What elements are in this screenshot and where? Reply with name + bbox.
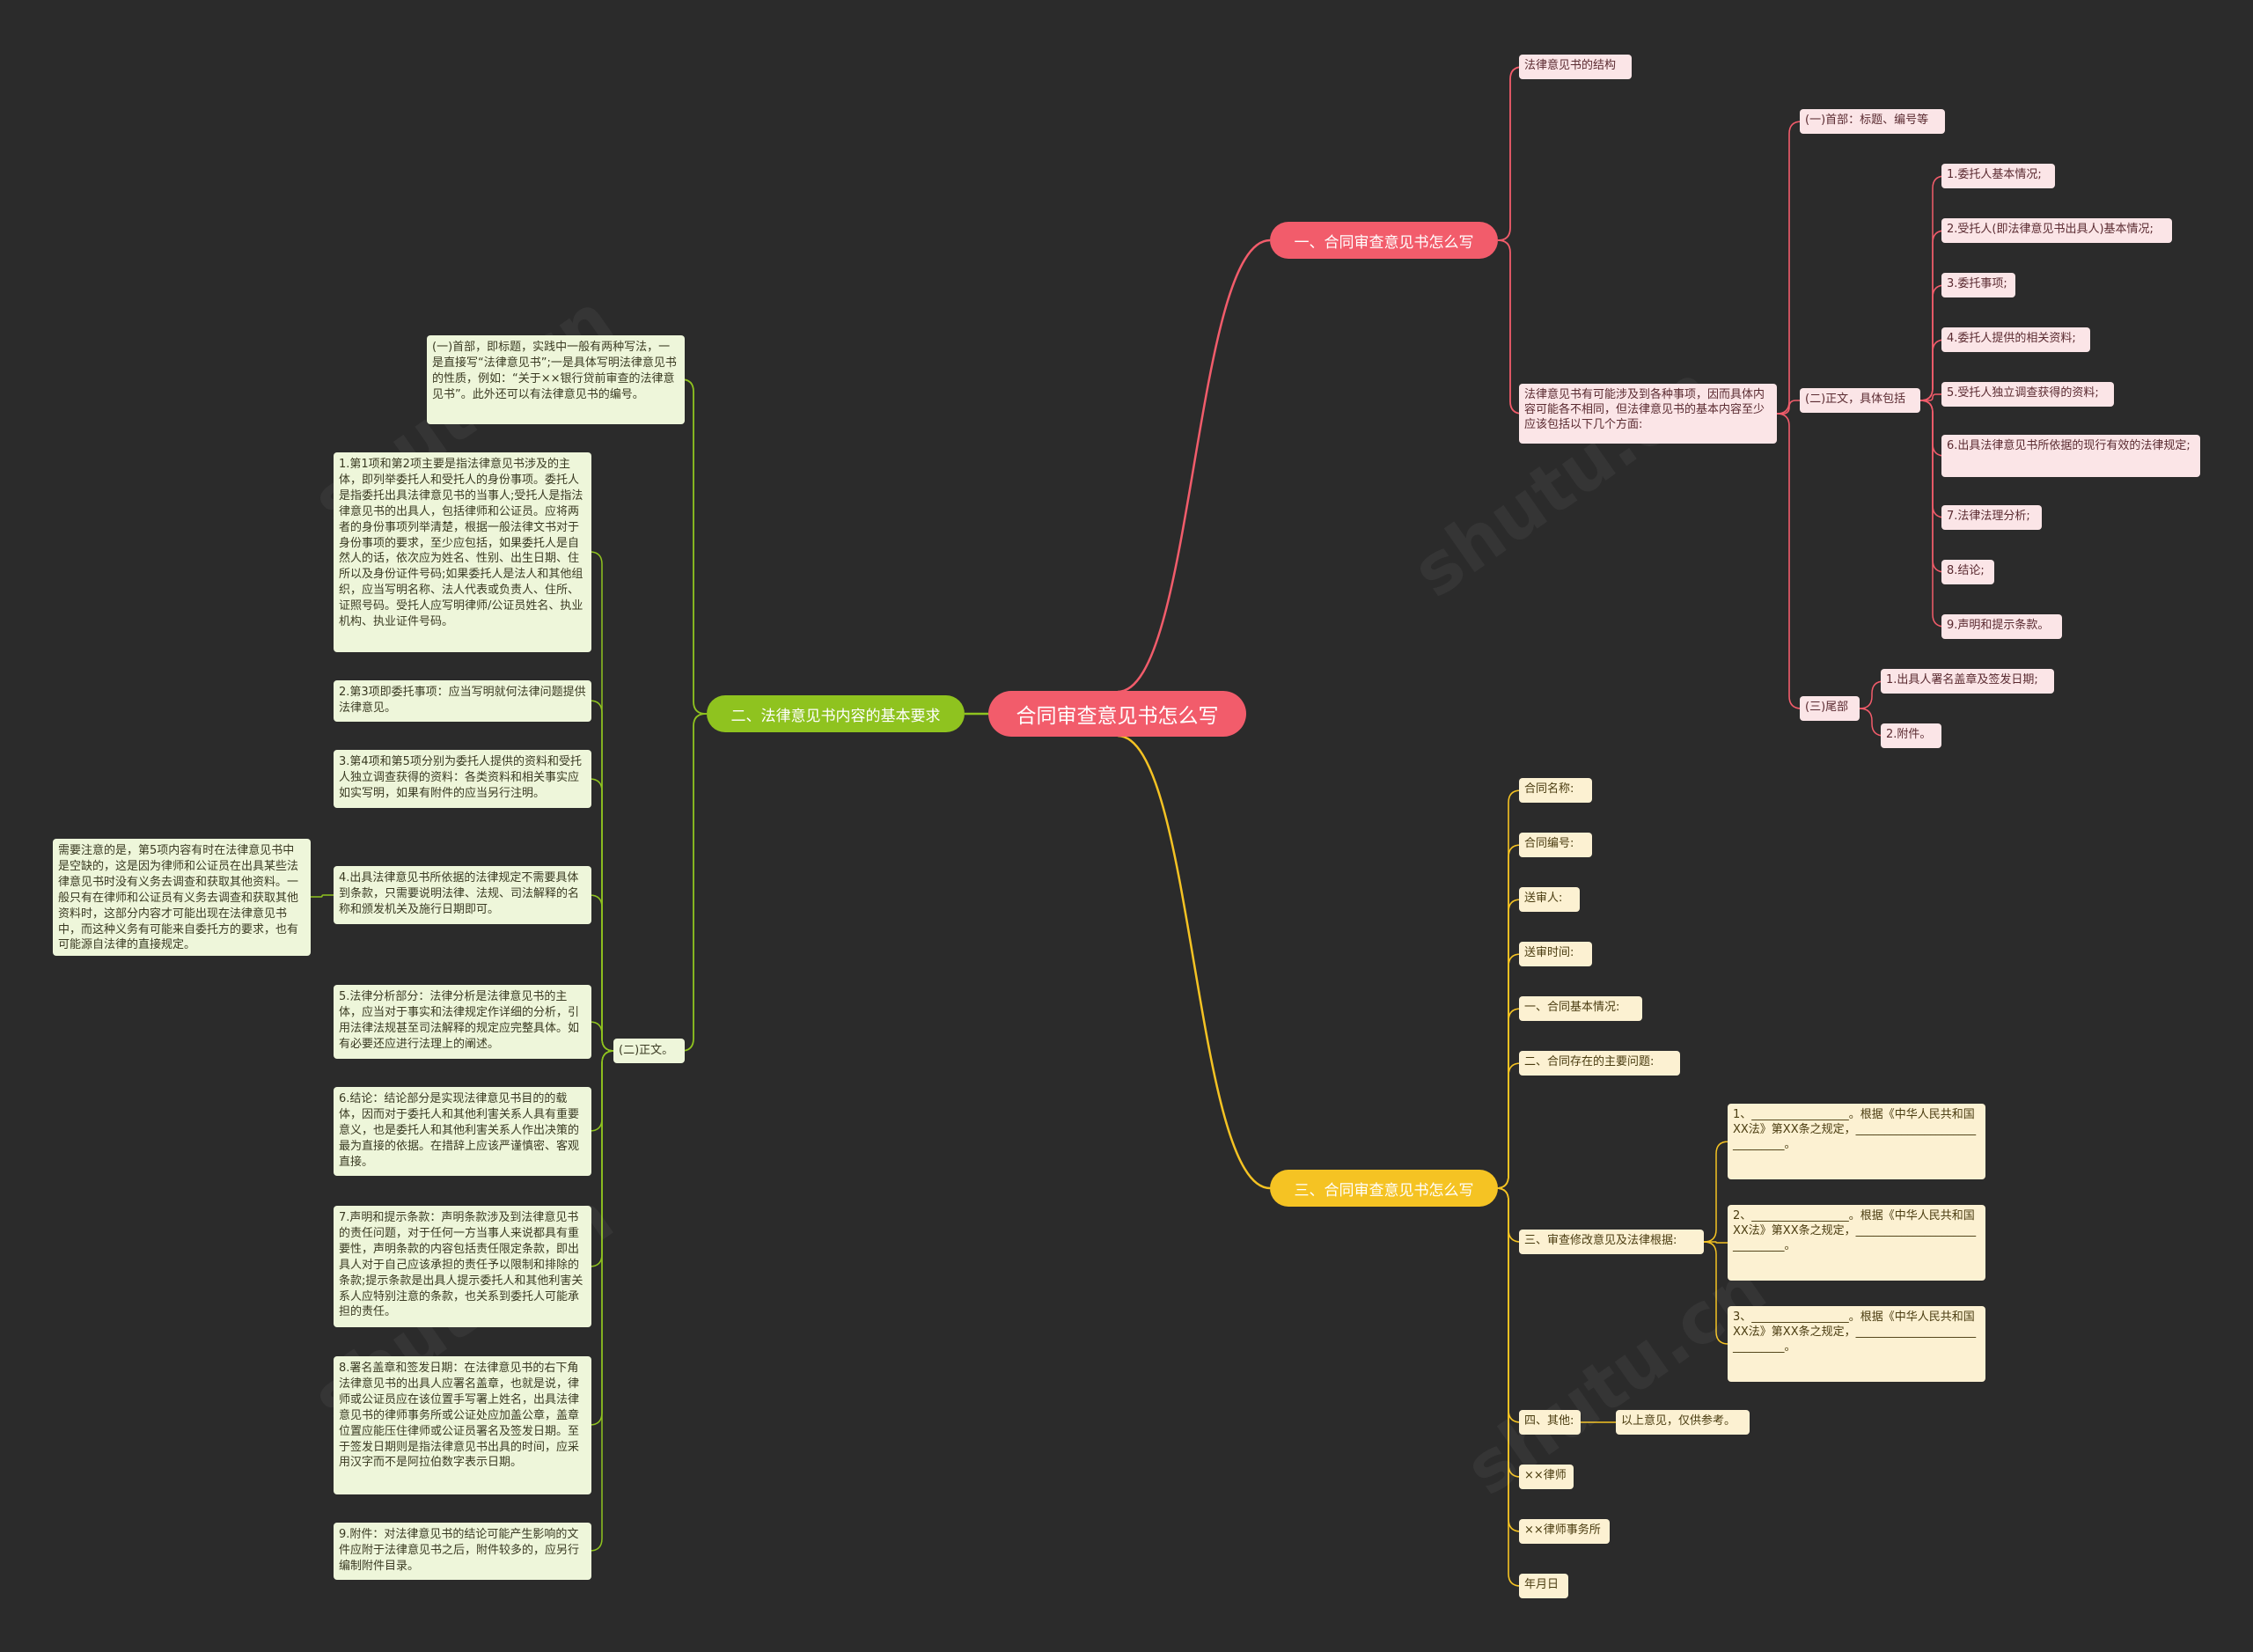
connector-line xyxy=(1920,393,1941,401)
item-node[interactable]: 1.委托人基本情况; xyxy=(1941,164,2055,188)
note-node[interactable]: 4.出具法律意见书所依据的法律规定不需要具体到条款，只需要说明法律、法规、司法解… xyxy=(334,866,591,924)
item-node[interactable]: 四、其他: xyxy=(1519,1410,1581,1435)
basis-node[interactable]: 1、_________________。根据《中华人民共和国XX法》第XX条之规… xyxy=(1728,1104,1985,1179)
item-node[interactable]: 送审人: xyxy=(1519,887,1580,912)
connector-line xyxy=(589,894,615,1052)
connector-line xyxy=(1776,413,1802,709)
note-node[interactable]: 8.署名盖章和签发日期：在法律意见书的右下角法律意见书的出具人应署名盖章，也就是… xyxy=(334,1356,591,1494)
intro-node[interactable]: 法律意见书有可能涉及到各种事项，因而具体内容可能各不相同，但法律意见书的基本内容… xyxy=(1519,384,1777,444)
connector-line xyxy=(1117,734,1271,1190)
item-node[interactable]: 3.委托事项; xyxy=(1941,273,2015,297)
connector-line xyxy=(1270,789,1522,1189)
item-node[interactable]: 8.结论; xyxy=(1941,560,1994,584)
connector-line xyxy=(1777,400,1800,415)
tail-item-node[interactable]: 2.附件。 xyxy=(1881,723,1941,748)
connector-line xyxy=(680,713,707,1052)
connector-line xyxy=(1270,1008,1522,1189)
item-node[interactable]: 送审时间: xyxy=(1519,942,1592,966)
connector-line xyxy=(680,378,707,715)
head-node[interactable]: (一)首部：标题、编号等 xyxy=(1800,109,1945,134)
item-node[interactable]: 5.受托人独立调查获得的资料; xyxy=(1941,382,2114,407)
branch-1-topic[interactable]: 一、合同审查意见书怎么写 xyxy=(1270,222,1498,259)
item-node[interactable]: 4.委托人提供的相关资料; xyxy=(1941,327,2090,352)
connector-line xyxy=(1270,953,1522,1189)
connector-line xyxy=(311,894,334,898)
connector-line xyxy=(1703,1241,1729,1345)
side-note-node[interactable]: 需要注意的是，第5项内容有时在法律意见书中是空缺的，这是因为律师和公证员在出具某… xyxy=(53,839,311,956)
head-note-node[interactable]: (一)首部，即标题，实践中一般有两种写法，一是直接写“法律意见书”;一是具体写明… xyxy=(427,335,685,424)
connector-line xyxy=(1919,400,1946,628)
note-node[interactable]: 3.第4项和第5项分别为委托人提供的资料和受托人独立调查获得的资料：各类资料和相… xyxy=(334,750,591,808)
connector-line xyxy=(1919,339,1946,401)
note-node[interactable]: 6.结论：结论部分是实现法律意见书目的的载体，因而对于委托人和其他利害关系人具有… xyxy=(334,1087,591,1176)
item-node[interactable]: 三、审查修改意见及法律根据: xyxy=(1519,1230,1704,1254)
body-node[interactable]: (二)正文，具体包括 xyxy=(1800,388,1920,413)
note-node[interactable]: 9.附件：对法律意见书的结论可能产生影响的文件应附于法律意见书之后，附件较多的，… xyxy=(334,1523,591,1580)
note-node[interactable]: 5.法律分析部分：法律分析是法律意见书的主体，应当对于事实和法律规定作详细的分析… xyxy=(334,985,591,1059)
item-node[interactable]: 7.法律法理分析; xyxy=(1941,505,2042,530)
connector-line xyxy=(1497,66,1523,241)
connector-line xyxy=(1270,1062,1522,1189)
other-note-node[interactable]: 以上意见，仅供参考。 xyxy=(1616,1410,1750,1435)
body-label-node[interactable]: (二)正文。 xyxy=(613,1039,685,1063)
note-node[interactable]: 7.声明和提示条款：声明条款涉及到法律意见书的责任问题，对于任何一方当事人来说都… xyxy=(334,1206,591,1327)
item-node[interactable]: ××律师事务所 xyxy=(1519,1519,1610,1544)
connector-line xyxy=(1117,239,1271,694)
tail-node[interactable]: (三)尾部 xyxy=(1800,696,1860,721)
connector-line xyxy=(589,1050,615,1552)
branch-2-topic[interactable]: 二、法律意见书内容的基本要求 xyxy=(707,695,965,732)
connector-line xyxy=(1497,239,1523,415)
item-node[interactable]: 二、合同存在的主要问题: xyxy=(1519,1051,1680,1076)
connector-line xyxy=(1270,1187,1522,1478)
item-node[interactable]: 9.声明和提示条款。 xyxy=(1941,614,2062,639)
branch-3-topic[interactable]: 三、合同审查意见书怎么写 xyxy=(1270,1170,1498,1207)
note-node[interactable]: 1.第1项和第2项主要是指法律意见书涉及的主体，即列举委托人和受托人的身份事项。… xyxy=(334,452,591,652)
root-topic[interactable]: 合同审查意见书怎么写 xyxy=(988,691,1246,737)
note-node[interactable]: 2.第3项即委托事项：应当写明就何法律问题提供法律意见。 xyxy=(334,680,591,722)
item-node[interactable]: 6.出具法律意见书所依据的现行有效的法律规定; xyxy=(1941,435,2200,477)
item-node[interactable]: 年月日 xyxy=(1519,1574,1568,1598)
connector-line xyxy=(1859,680,1885,709)
connector-line xyxy=(1776,121,1802,415)
basis-node[interactable]: 2、_________________。根据《中华人民共和国XX法》第XX条之规… xyxy=(1728,1205,1985,1281)
connector-line xyxy=(1703,1141,1729,1243)
connector-line xyxy=(1270,1187,1522,1532)
connector-line xyxy=(1704,1241,1728,1244)
item-node[interactable]: 2.受托人(即法律意见书出具人)基本情况; xyxy=(1941,218,2172,243)
connector-line xyxy=(589,1021,615,1052)
item-node[interactable]: ××律师 xyxy=(1519,1465,1574,1489)
item-node[interactable]: 合同编号: xyxy=(1519,833,1592,857)
basis-node[interactable]: 3、_________________。根据《中华人民共和国XX法》第XX条之规… xyxy=(1728,1306,1985,1382)
structure-node[interactable]: 法律意见书的结构 xyxy=(1519,55,1632,79)
connector-line xyxy=(1270,1187,1522,1587)
connector-line xyxy=(1270,844,1522,1189)
item-node[interactable]: 一、合同基本情况: xyxy=(1519,996,1642,1021)
connector-line xyxy=(1270,899,1522,1189)
connector-line xyxy=(1270,1187,1522,1423)
item-node[interactable]: 合同名称: xyxy=(1519,778,1592,803)
connector-line xyxy=(1859,708,1885,737)
tail-item-node[interactable]: 1.出具人署名盖章及签发日期; xyxy=(1881,669,2054,694)
